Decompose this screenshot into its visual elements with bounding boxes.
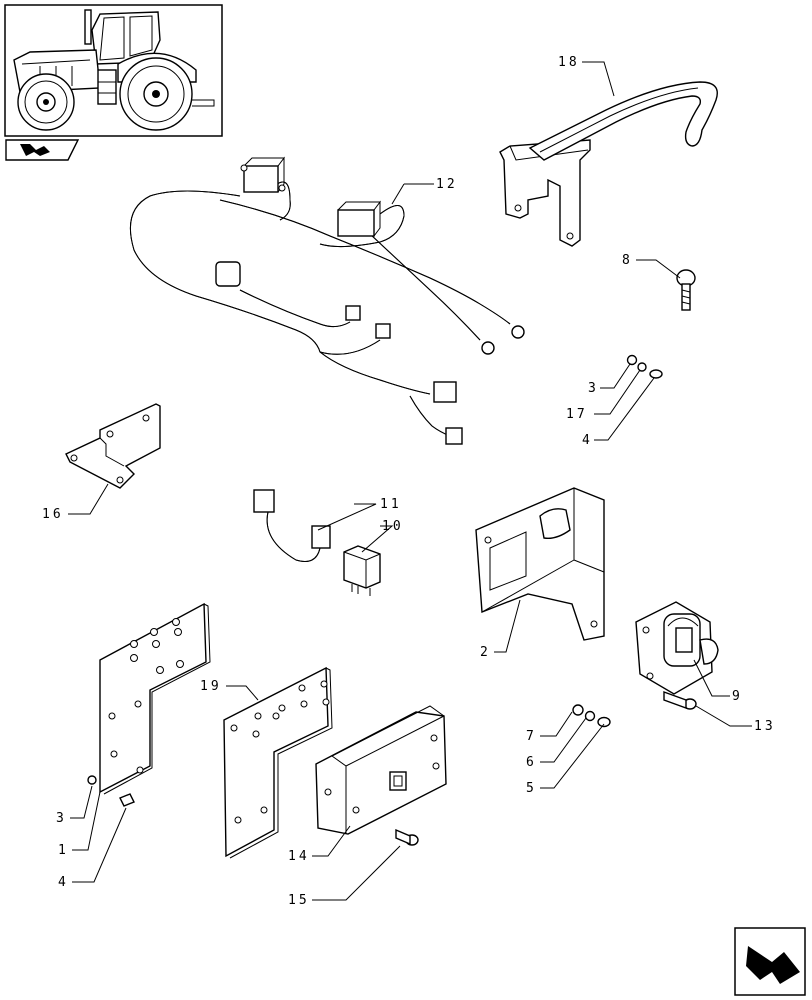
callout-14: 14 [288, 849, 310, 864]
callout-8: 8 [622, 253, 633, 268]
plate-19 [223, 666, 333, 859]
bracket-with-tube [499, 81, 718, 247]
callout-18: 18 [558, 55, 580, 70]
tractor-thumbnail-icon[interactable] [4, 4, 223, 137]
callout-17: 17 [566, 407, 588, 422]
callout-10: 10 [382, 519, 404, 534]
callout-1: 1 [58, 843, 69, 858]
socket-9 [635, 601, 719, 695]
relay-10 [343, 545, 381, 596]
screw-15 [395, 828, 419, 846]
callout-12: 12 [436, 177, 458, 192]
large-bracket-2 [475, 487, 605, 641]
callout-6: 6 [526, 755, 537, 770]
callout-16: 16 [42, 507, 64, 522]
plate-1 [99, 602, 211, 795]
jumper-wire-11 [253, 489, 331, 562]
nut-screw-lower-left [87, 775, 135, 807]
callout-3: 3 [56, 811, 67, 826]
callout-4: 4 [58, 875, 69, 890]
small-bracket-16 [65, 403, 161, 489]
callout-2: 2 [480, 645, 491, 660]
callout-labels: 18 12 8 3 17 4 16 11 10 2 9 13 19 7 6 5 … [42, 55, 776, 908]
wiring-harness [129, 156, 525, 445]
callout-3: 3 [588, 381, 599, 396]
callout-9: 9 [732, 689, 743, 704]
screw-13 [663, 691, 697, 710]
callout-7: 7 [526, 729, 537, 744]
callout-4: 4 [582, 433, 593, 448]
callout-5: 5 [526, 781, 537, 796]
callout-11: 11 [380, 497, 402, 512]
next-page-arrow-icon[interactable] [734, 927, 806, 996]
callout-15: 15 [288, 893, 310, 908]
control-module-14 [315, 705, 447, 835]
bolt-8 [676, 269, 696, 311]
leader-lines [68, 61, 752, 901]
nut-washer-screw-upper [626, 354, 663, 379]
nut-washer-screw-middle [572, 704, 611, 728]
catalog-book-icon[interactable] [5, 139, 80, 161]
callout-19: 19 [200, 679, 222, 694]
callout-13: 13 [754, 719, 776, 734]
